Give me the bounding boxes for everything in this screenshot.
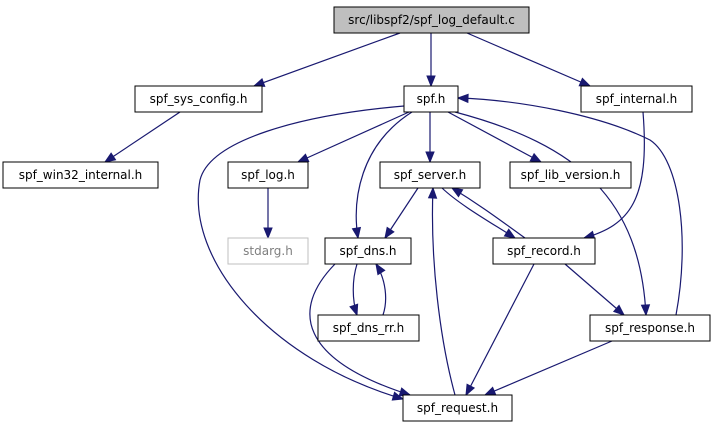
edge-log_default-to-internal (466, 32, 592, 87)
edge-response-to-request (483, 340, 613, 396)
node-request[interactable]: spf_request.h (402, 394, 513, 422)
edge-sys_config-to-win32 (103, 111, 181, 163)
edge-spf-to-log (296, 111, 410, 163)
edge-log_default-to-spf (426, 33, 436, 88)
edge-server-to-dns (384, 187, 419, 240)
edge-log-to-stdarg (263, 188, 273, 240)
edge-spf-to-dns (351, 111, 413, 240)
node-stdarg: stdarg.h (227, 237, 309, 265)
node-label: spf_win32_internal.h (19, 168, 143, 182)
node-label: spf_log.h (241, 168, 295, 182)
edge-spf-to-response (454, 111, 651, 317)
node-label: stdarg.h (243, 244, 293, 258)
edge-record-to-response (564, 263, 626, 316)
node-label: spf.h (417, 92, 446, 106)
edge-server-to-record (441, 187, 517, 239)
node-label: spf_dns.h (340, 244, 397, 258)
node-lib-version[interactable]: spf_lib_version.h (509, 161, 632, 189)
node-dns[interactable]: spf_dns.h (324, 237, 412, 265)
node-sys-config[interactable]: spf_sys_config.h (134, 85, 263, 113)
node-server[interactable]: spf_server.h (379, 161, 481, 189)
node-label: spf_dns_rr.h (333, 321, 405, 335)
edge-dns_rr-to-dns (375, 262, 387, 316)
node-label: spf_response.h (605, 321, 695, 335)
node-label: spf_internal.h (596, 92, 678, 106)
node-internal[interactable]: spf_internal.h (580, 85, 693, 113)
edge-spf-to-server (425, 112, 435, 164)
node-log-default[interactable]: src/libspf2/spf_log_default.c (333, 6, 530, 34)
node-label: src/libspf2/spf_log_default.c (348, 13, 515, 27)
node-win32[interactable]: spf_win32_internal.h (2, 161, 159, 189)
node-label: spf_sys_config.h (150, 92, 248, 106)
edge-response-to-spf (456, 93, 683, 316)
node-label: spf_record.h (507, 244, 581, 258)
node-dns-rr[interactable]: spf_dns_rr.h (317, 314, 420, 342)
node-label: spf_server.h (394, 168, 466, 182)
edge-spf-to-lib_version (447, 111, 543, 163)
edge-record-to-request (465, 263, 535, 397)
edge-request-to-server (427, 186, 456, 396)
edge-log_default-to-sys_config (252, 32, 401, 87)
node-spf[interactable]: spf.h (403, 85, 459, 113)
edge-record-to-server (450, 187, 526, 239)
node-log[interactable]: spf_log.h (227, 161, 309, 189)
edges-layer (103, 32, 683, 401)
edge-spf-to-request (197, 105, 405, 401)
nodes-layer: src/libspf2/spf_log_default.c spf_sys_con… (2, 6, 711, 422)
edge-dns-to-dns_rr (349, 263, 359, 317)
node-label: spf_lib_version.h (521, 168, 621, 182)
node-record[interactable]: spf_record.h (492, 237, 596, 265)
node-response[interactable]: spf_response.h (589, 314, 711, 342)
node-label: spf_request.h (417, 401, 498, 415)
